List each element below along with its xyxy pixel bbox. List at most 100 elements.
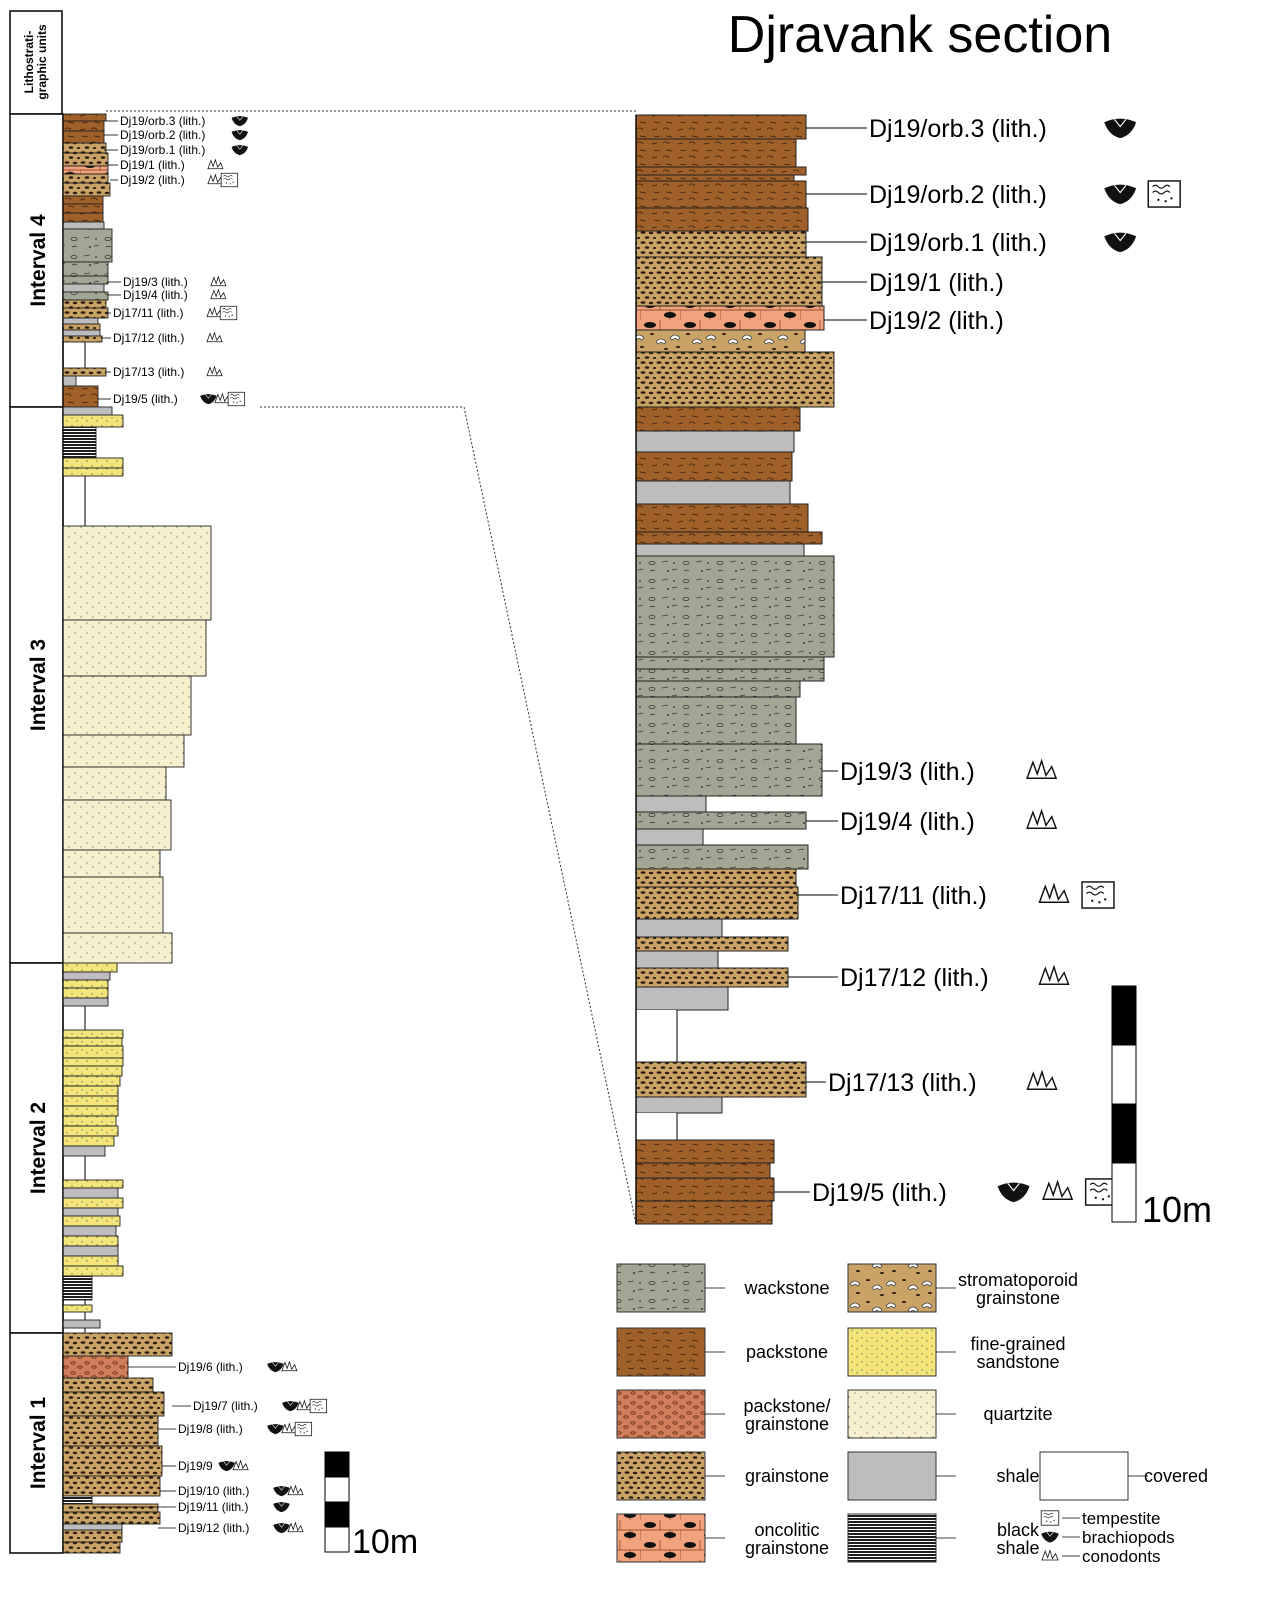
right-sample-label: Dj19/1 (lith.) <box>869 269 1004 297</box>
legend-label-shale: shale <box>996 1466 1039 1486</box>
left-sample-brachiopod-icon <box>272 1485 291 1497</box>
left-bed-grainstone-80 <box>62 1377 154 1393</box>
left-sample-labels: Dj19/orb.3 (lith.)Dj19/orb.2 (lith.)Dj19… <box>92 114 328 1535</box>
interval-1-label: Interval 1 <box>27 1397 50 1490</box>
right-bed-shale-32 <box>635 950 719 969</box>
scale-segment <box>324 1476 350 1503</box>
right-bed-shale-12 <box>635 430 795 453</box>
right-bed-oncolitic-8 <box>635 305 825 331</box>
left-bed-grainstone-90 <box>62 1541 121 1554</box>
right-bed-wackstone-27 <box>635 844 809 870</box>
left-bed-blackshale-29 <box>62 426 97 459</box>
legend-label-grainstone: grainstone <box>745 1466 829 1486</box>
legend-label-wackstone: wackstone <box>743 1278 829 1298</box>
left-bed-shale-69 <box>62 1245 119 1257</box>
interval-2-box <box>9 962 64 1334</box>
right-sample-conodont-icon <box>1026 760 1057 779</box>
left-bed-quartzite-36 <box>62 734 185 768</box>
left-sample-label: Dj19/10 (lith.) <box>178 1484 249 1498</box>
left-bed-shale-76 <box>62 1319 101 1329</box>
interval-3-box <box>9 406 64 964</box>
left-sample-conodont-icon <box>206 366 223 377</box>
right-sample-label: Dj17/12 (lith.) <box>840 964 989 992</box>
left-bed-packstone-8 <box>62 195 104 205</box>
legend-swatch-grainstone <box>616 1451 706 1501</box>
left-bed-sandstone-58 <box>62 1125 119 1137</box>
right-sample-label: Dj17/11 (lith.) <box>840 882 987 910</box>
left-bed-packstone-1 <box>62 120 105 132</box>
left-sample-label: Dj19/orb.2 (lith.) <box>120 128 205 142</box>
right-bed-shale-26 <box>635 828 704 846</box>
left-bed-grainstone-87 <box>62 1511 161 1525</box>
legend-label-quartzite: quartzite <box>983 1404 1052 1424</box>
left-sample-conodont-icon <box>214 393 231 404</box>
left-bed-shale-11 <box>62 221 105 230</box>
scale-segment <box>1111 985 1137 1046</box>
left-bed-grainstone-3 <box>62 142 107 154</box>
legend-swatch-covered <box>1039 1451 1129 1501</box>
left-sample-tempestite-icon <box>219 305 238 321</box>
right-bed-shale-34 <box>635 986 729 1011</box>
right-bed-packstone-39 <box>635 1139 775 1164</box>
right-sample-label: Dj17/13 (lith.) <box>828 1069 977 1097</box>
left-bed-sandstone-56 <box>62 1105 119 1117</box>
left-sample-brachiopod-icon <box>231 144 249 156</box>
left-bed-sandstone-31 <box>62 467 124 477</box>
right-sample-label: Dj19/orb.3 (lith.) <box>869 115 1047 143</box>
left-bed-sandstone-52 <box>62 1065 123 1077</box>
left-bed-sandstone-48 <box>62 1029 124 1039</box>
right-bed-packstone-11 <box>635 406 801 432</box>
left-bed-sandstone-62 <box>62 1179 124 1189</box>
right-bed-grainstone-31 <box>635 936 789 952</box>
right-bed-grainstone-10 <box>635 351 835 408</box>
left-sample-brachiopod-icon <box>281 1400 299 1412</box>
right-sample-conodont-icon <box>1038 884 1070 903</box>
left-bed-shale-15 <box>62 283 105 293</box>
left-bed-packstone-0 <box>62 113 107 122</box>
interval-4-label: Interval 4 <box>27 214 50 307</box>
right-bed-covered-38 <box>636 1113 677 1140</box>
left-bed-sandstone-49 <box>62 1037 123 1047</box>
left-bed-quartzite-39 <box>62 849 161 878</box>
legend-label-packgrain: packstone/grainstone <box>743 1396 830 1434</box>
right-bed-packstone-1 <box>635 138 797 168</box>
left-bed-quartzite-35 <box>62 675 192 736</box>
left-bed-sandstone-42 <box>62 962 118 973</box>
left-bed-shale-88 <box>62 1523 123 1531</box>
left-sample-label: Dj19/11 (lith.) <box>178 1500 248 1514</box>
left-bed-shale-67 <box>62 1225 117 1237</box>
left-bed-packgrain-79 <box>62 1355 129 1379</box>
left-bed-sandstone-57 <box>62 1115 117 1127</box>
left-sample-conodont-icon <box>287 1485 304 1496</box>
scale-segment <box>324 1451 350 1478</box>
legend-swatch-sandstone <box>847 1327 937 1377</box>
right-sample-label: Dj19/orb.2 (lith.) <box>869 181 1047 209</box>
left-bed-blackshale-72 <box>62 1275 93 1301</box>
left-bed-sandstone-28 <box>62 414 124 428</box>
right-bed-packstone-3 <box>635 174 795 182</box>
left-bed-sandstone-55 <box>62 1095 119 1107</box>
left-bed-quartzite-41 <box>62 932 173 964</box>
legend-swatch-blackshale <box>847 1513 937 1563</box>
left-bed-shale-21 <box>62 329 101 337</box>
scale-segment <box>324 1526 350 1553</box>
left-sample-label: Dj19/9 <box>178 1459 213 1473</box>
left-sample-brachiopod-icon <box>231 115 249 127</box>
right-sample-label: Dj19/2 (lith.) <box>869 307 1004 335</box>
left-bed-sandstone-30 <box>62 457 124 469</box>
left-bed-grainstone-7 <box>62 182 111 197</box>
right-sample-label: Dj19/3 (lith.) <box>840 758 975 786</box>
left-sample-label: Dj19/3 (lith.) <box>123 275 188 289</box>
scale-segment <box>1111 1044 1137 1105</box>
legend-symbol-label: brachiopods <box>1082 1528 1175 1547</box>
left-bed-grainstone-83 <box>62 1445 163 1477</box>
legend-swatch-quartzite <box>847 1389 937 1439</box>
left-bed-sandstone-51 <box>62 1057 124 1067</box>
legend-swatch-packstone <box>616 1327 706 1377</box>
left-bed-sandstone-74 <box>62 1304 93 1313</box>
left-sample-label: Dj19/5 (lith.) <box>113 392 178 406</box>
